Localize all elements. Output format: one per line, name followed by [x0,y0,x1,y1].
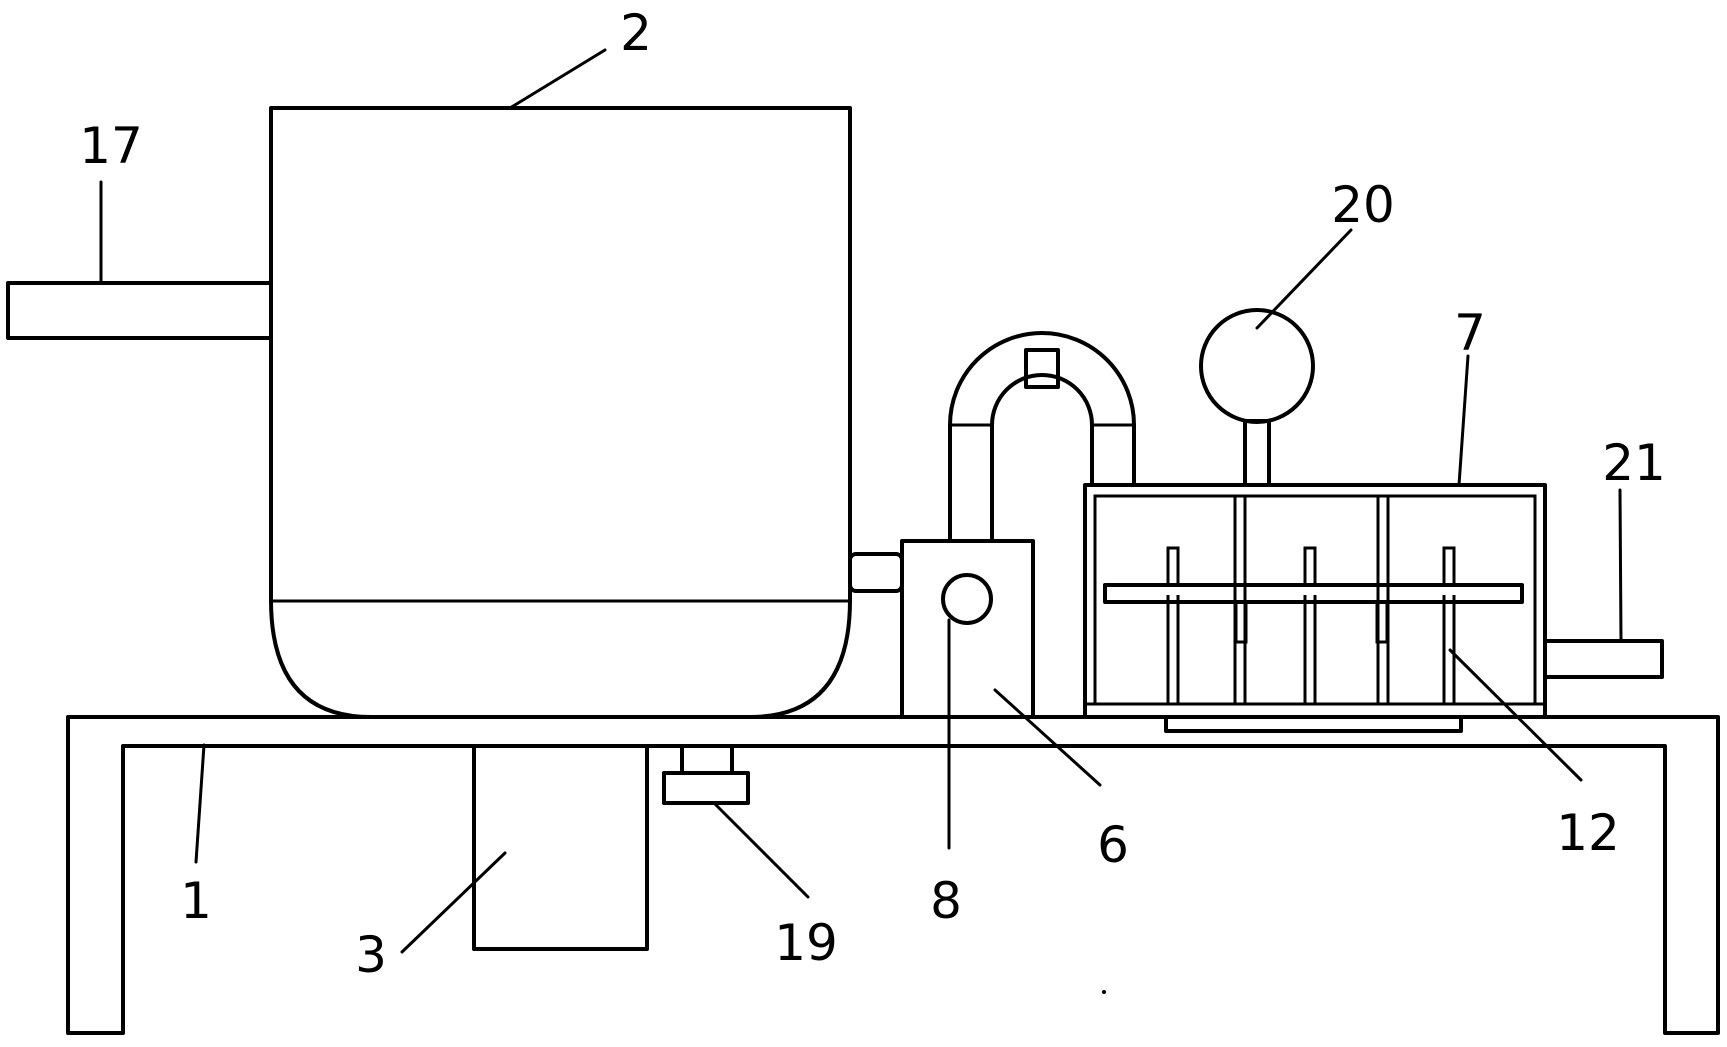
drain-valve-neck [680,744,734,775]
stirring-blade-2-bottom [1234,600,1248,644]
stirring-blade-5-top [1442,546,1456,587]
stirring-blade-4-bottom [1375,600,1389,644]
leader-line-6 [993,688,1102,787]
base-frame [66,715,1720,1035]
leader-line-19 [712,801,810,899]
label-2: 2 [620,4,652,62]
leader-line-7 [1457,354,1470,487]
leader-line-21 [1618,488,1623,643]
drain-valve [662,771,750,805]
pump-box [900,539,1035,719]
label-12: 12 [1556,804,1620,862]
leader-line-2 [508,48,607,110]
label-1: 1 [180,872,212,930]
pressure-gauge-stem [1243,419,1271,487]
label-20: 20 [1331,176,1395,234]
label-19: 19 [774,914,838,972]
label-6: 6 [1097,816,1129,874]
leader-line-1 [194,743,206,864]
transfer-pipe-coupling [1024,348,1060,389]
leader-line-3 [400,851,507,954]
label-21: 21 [1602,434,1666,492]
stirring-blade-3-top [1303,546,1317,587]
pressure-gauge [1199,308,1315,424]
stray-dot [1102,990,1106,994]
main-tank [269,106,852,719]
outlet-pipe [1543,639,1664,679]
leader-line-12 [1448,648,1583,782]
inlet-pipe [6,281,273,340]
tank-outlet-connector [848,552,904,593]
pump-gauge [941,573,993,625]
label-8: 8 [930,872,962,930]
mixing-vessel-base [1164,715,1463,733]
label-3: 3 [355,926,387,984]
label-7: 7 [1454,304,1486,362]
label-17: 17 [79,117,143,175]
transfer-pipe [948,331,1136,543]
stirring-blade-1-top [1166,546,1180,587]
leader-line-20 [1255,228,1353,330]
motor-box [472,744,649,951]
